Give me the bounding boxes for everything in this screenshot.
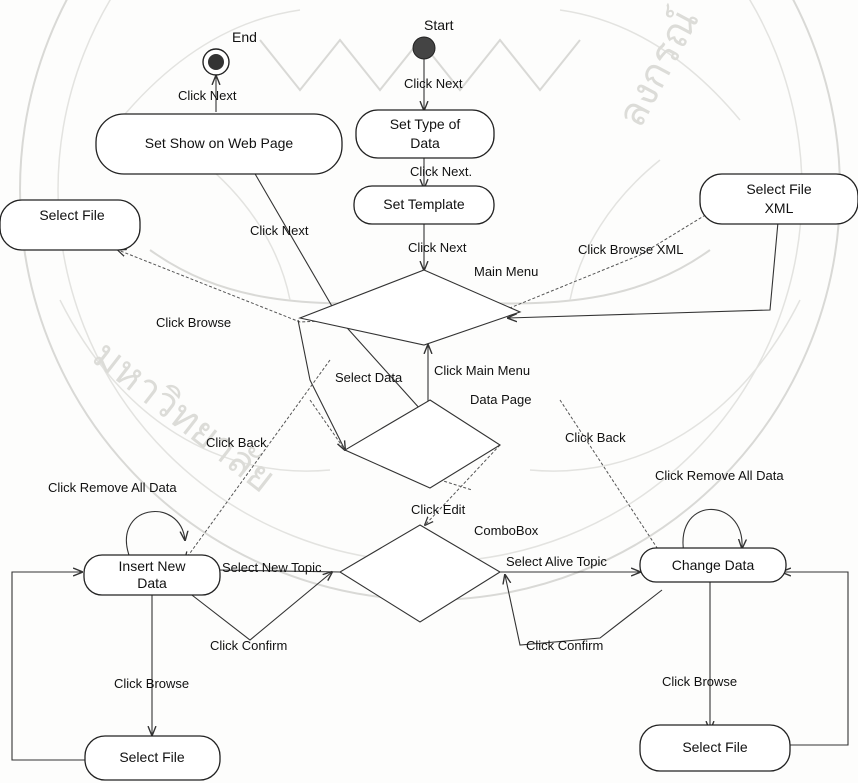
set-template-label: Set Template	[383, 196, 465, 212]
label-click-next-end: Click Next	[178, 88, 237, 103]
svg-text:มหาวิทยาลัย: มหาวิทยาลัย	[84, 332, 284, 502]
decision-nodes	[298, 269, 522, 623]
set-show-web-label: Set Show on Web Page	[145, 135, 294, 151]
edge-xml-return	[508, 199, 781, 318]
label-click-remove-right: Click Remove All Data	[655, 468, 784, 483]
end-node-icon	[202, 48, 230, 76]
label-select-new-topic: Select New Topic	[222, 560, 322, 575]
label-click-next-type: Click Next.	[410, 164, 472, 179]
label-click-confirm-left: Click Confirm	[210, 638, 287, 653]
diagram-edges	[11, 58, 849, 761]
decision-main-menu	[298, 269, 522, 346]
edge-confirm-left	[187, 572, 332, 641]
label-click-main-menu: Click Main Menu	[434, 363, 530, 378]
edge-right-loop	[782, 572, 849, 746]
edge-labels: Click Next Click Next Click Next. Click …	[48, 76, 784, 691]
select-file-left-label: Select File	[119, 749, 185, 765]
edge-back-change	[559, 399, 665, 560]
edge-confirm-right	[505, 575, 663, 646]
node-set-template	[353, 185, 495, 225]
set-type-label-1: Set Type of	[390, 116, 461, 132]
start-label: Start	[424, 17, 454, 33]
label-click-remove-left: Click Remove All Data	[48, 480, 177, 495]
edge-browse-selectfile	[118, 250, 521, 323]
node-select-file-left	[84, 735, 221, 781]
label-data-page: Data Page	[470, 392, 531, 407]
label-click-next-start: Click Next	[404, 76, 463, 91]
edge-mainmenu-to-datapage	[339, 319, 431, 421]
edge-click-edit	[425, 444, 501, 525]
activity-nodes	[0, 109, 858, 781]
edge-back-insert	[185, 359, 331, 560]
label-combobox: ComboBox	[474, 523, 539, 538]
select-file-xml-label-1: Select File	[746, 181, 812, 197]
label-click-next-diag: Click Next	[250, 223, 309, 238]
label-select-data: Select Data	[335, 370, 403, 385]
edge-next-to-web	[240, 148, 341, 321]
edge-left-loop	[11, 572, 85, 761]
label-select-alive-topic: Select Alive Topic	[506, 554, 607, 569]
select-file-top-label: Select File	[39, 207, 105, 223]
change-data-label: Change Data	[672, 557, 755, 573]
node-insert-new-data	[83, 554, 221, 596]
edge-browse-xml	[499, 200, 730, 313]
label-main-menu: Main Menu	[474, 264, 538, 279]
node-set-type-of-data	[355, 109, 495, 159]
node-change-data	[639, 547, 787, 583]
label-click-browse-right: Click Browse	[662, 674, 737, 689]
label-click-browse-left: Click Browse	[114, 676, 189, 691]
node-select-file-top	[0, 199, 141, 251]
label-click-confirm-right: Click Confirm	[526, 638, 603, 653]
edge-insert-to-combo	[217, 569, 341, 573]
end-label: End	[232, 29, 257, 45]
select-file-right-label: Select File	[682, 739, 748, 755]
label-click-browse-xml: Click Browse XML	[578, 242, 683, 257]
edge-remove-right	[682, 508, 742, 559]
set-type-label-2: Data	[410, 135, 440, 151]
insert-new-label-2: Data	[137, 575, 167, 591]
edge-select-data	[297, 319, 345, 450]
decision-combobox	[338, 524, 502, 623]
label-click-next-template: Click Next	[408, 240, 467, 255]
label-click-browse-top: Click Browse	[156, 315, 231, 330]
node-select-file-right	[639, 724, 791, 772]
svg-text:ลงกรณ์: ลงกรณ์	[608, 1, 708, 135]
insert-new-label-1: Insert New	[119, 558, 187, 574]
label-click-back-left: Click Back	[206, 435, 267, 450]
edge-remove-left	[125, 510, 185, 559]
start-node-icon	[412, 36, 436, 60]
node-labels: Start End Set Show on Web Page Set Type …	[39, 17, 812, 765]
decision-data-page	[343, 399, 502, 489]
node-select-file-xml	[699, 173, 858, 225]
node-set-show-web-page	[95, 113, 343, 175]
label-click-edit: Click Edit	[411, 502, 466, 517]
select-file-xml-label-2: XML	[765, 200, 794, 216]
label-click-back-right: Click Back	[565, 430, 626, 445]
